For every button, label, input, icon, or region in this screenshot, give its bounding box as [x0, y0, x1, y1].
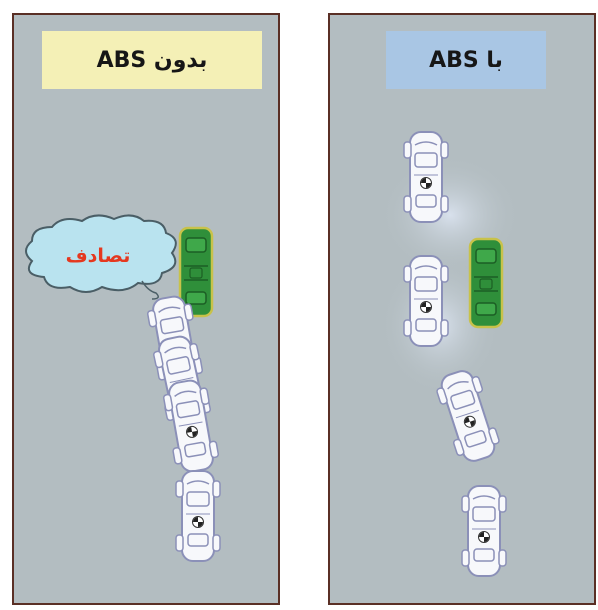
parked-green-car-abs [468, 237, 504, 329]
white-car-skid-2 [160, 376, 222, 476]
white-car-abs-4 [461, 485, 507, 577]
white-car-abs-3 [432, 365, 504, 467]
scene-without-abs: تصادف [25, 214, 222, 562]
white-car-abs-1 [403, 131, 449, 223]
white-car-abs-2 [403, 255, 449, 347]
crash-label: تصادف [66, 245, 131, 267]
panel-with-abs: با ABS [328, 13, 596, 605]
scene-with-abs [380, 131, 520, 577]
label-without-abs: بدون ABS [42, 31, 262, 89]
white-car-start [175, 470, 221, 562]
panel-without-abs: بدون ABS [12, 13, 280, 605]
crash-cloud: تصادف [25, 214, 177, 300]
label-with-abs-text: با ABS [429, 47, 503, 73]
label-with-abs: با ABS [386, 31, 546, 89]
label-without-abs-text: بدون ABS [96, 47, 208, 73]
